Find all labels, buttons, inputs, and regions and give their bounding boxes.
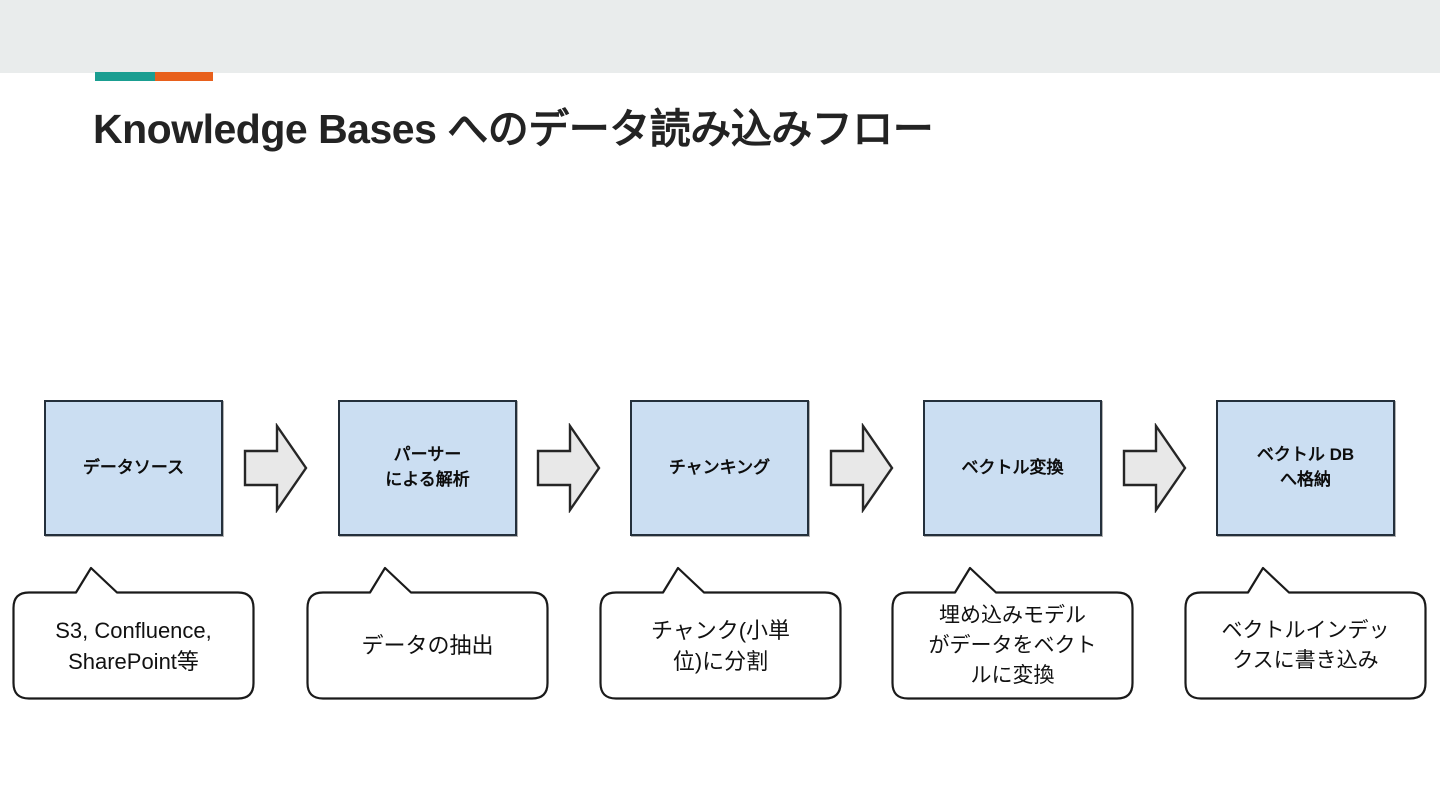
page-title: Knowledge Bases へのデータ読み込みフロー: [93, 106, 934, 152]
arrow-right-icon: [243, 422, 308, 514]
arrow-right-icon: [1122, 422, 1187, 514]
flow-step-label: ベクトル DB へ格納: [1256, 445, 1355, 489]
accent-bar-orange-segment: [155, 72, 213, 81]
arrow-right-icon: [536, 422, 601, 514]
flow-step-label: パーサー による解析: [385, 445, 470, 489]
arrow-right-icon: [829, 422, 894, 514]
flow-step-label: データソース: [82, 457, 185, 477]
flow-step-label: ベクトル変換: [961, 457, 1064, 477]
header-band: [0, 0, 1440, 73]
accent-bar: [95, 72, 213, 81]
callout-text: ベクトルインデッ クスに書き込み: [1221, 619, 1390, 672]
callout-text: S3, Confluence, SharePoint等: [55, 617, 212, 674]
callout-vectorize[interactable]: 埋め込みモデル がデータをベクト ルに変換: [891, 566, 1134, 700]
flow-step-label: チャンキング: [668, 457, 771, 477]
callout-chunking[interactable]: チャンク(小単 位)に分割: [599, 566, 842, 700]
flow-step-box-parser[interactable]: パーサー による解析: [338, 400, 517, 536]
flow-step-box-vectorize[interactable]: ベクトル変換: [923, 400, 1102, 536]
callout-text: チャンク(小単 位)に分割: [650, 617, 791, 674]
flow-step-box-chunking[interactable]: チャンキング: [630, 400, 809, 536]
callout-text: 埋め込みモデル がデータをベクト ルに変換: [928, 604, 1097, 687]
flow-step-box-data-source[interactable]: データソース: [44, 400, 223, 536]
callout-parser[interactable]: データの抽出: [306, 566, 549, 700]
callout-text: データの抽出: [361, 633, 494, 659]
flow-step-box-store[interactable]: ベクトル DB へ格納: [1216, 400, 1395, 536]
callout-store[interactable]: ベクトルインデッ クスに書き込み: [1184, 566, 1427, 700]
accent-bar-teal-segment: [95, 72, 155, 81]
callout-data-source[interactable]: S3, Confluence, SharePoint等: [12, 566, 255, 700]
